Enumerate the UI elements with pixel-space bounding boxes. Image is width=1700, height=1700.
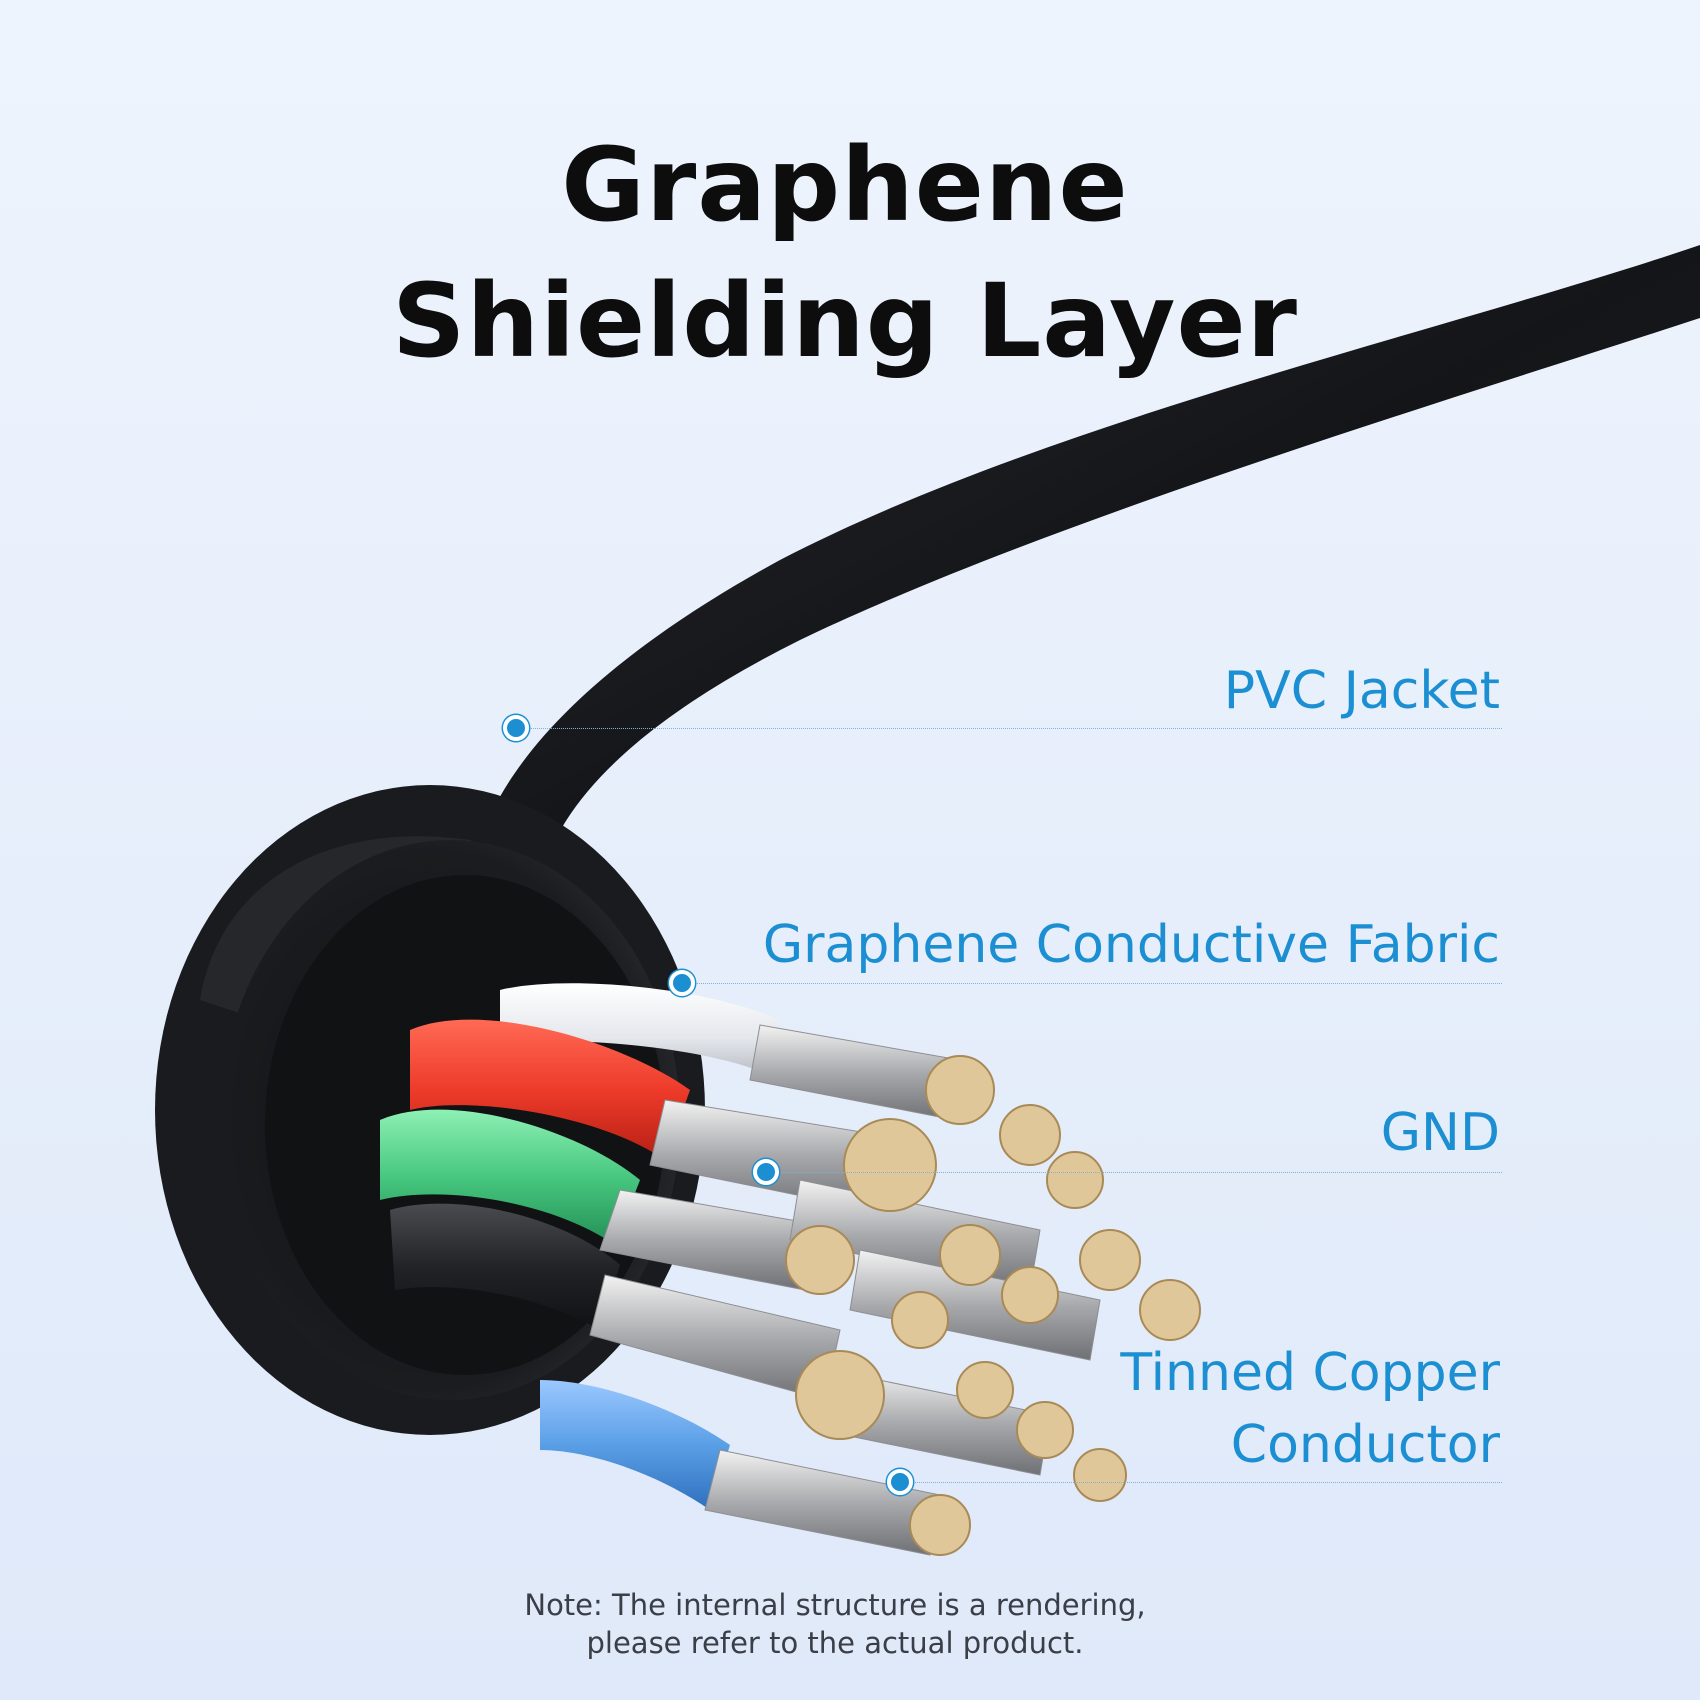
callout-gnd-marker bbox=[753, 1159, 779, 1185]
callout-pvc-jacket-label: PVC Jacket bbox=[1223, 661, 1500, 721]
callout-gnd-line bbox=[766, 1172, 1502, 1173]
disclaimer-note: Note: The internal structure is a render… bbox=[0, 1586, 1670, 1662]
callout-tinned-copper-line bbox=[900, 1482, 1502, 1483]
title-line-2: Shielding Layer bbox=[392, 262, 1298, 381]
callout-graphene-fabric-label: Graphene Conductive Fabric bbox=[762, 915, 1500, 975]
conductor-ends bbox=[785, 1055, 1201, 1556]
note-line-1: Note: The internal structure is a render… bbox=[524, 1588, 1146, 1622]
callout-graphene-fabric-marker bbox=[669, 970, 695, 996]
copper-strands bbox=[589, 1024, 1101, 1556]
callout-tinned-copper-label-line-2: Conductor bbox=[1230, 1415, 1500, 1475]
pvc-jacket bbox=[470, 245, 1700, 900]
callout-pvc-jacket-line bbox=[516, 728, 1502, 729]
callout-tinned-copper-marker bbox=[887, 1469, 913, 1495]
note-line-2: please refer to the actual product. bbox=[586, 1626, 1084, 1660]
page-title: Graphene Shielding Layer bbox=[0, 118, 1690, 390]
title-line-1: Graphene bbox=[561, 126, 1129, 245]
callout-tinned-copper-label-line-1: Tinned Copper bbox=[1120, 1343, 1500, 1403]
callout-pvc-jacket-marker bbox=[503, 715, 529, 741]
callout-gnd-label: GND bbox=[1380, 1103, 1500, 1163]
insulated-wires bbox=[380, 983, 780, 1510]
callout-graphene-fabric-line bbox=[682, 983, 1502, 984]
